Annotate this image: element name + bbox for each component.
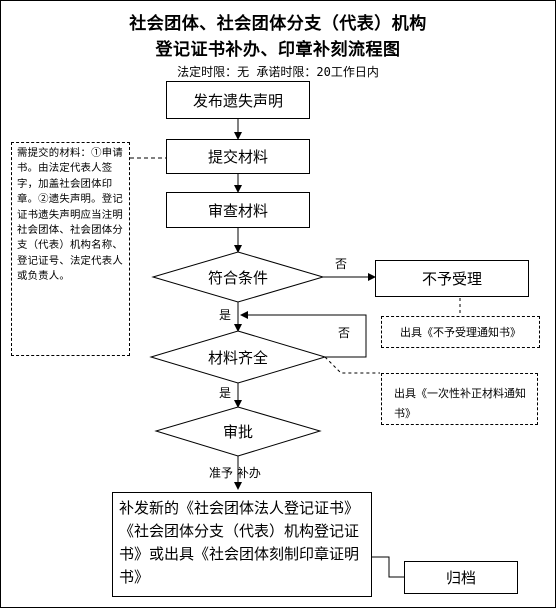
yes-label-2: 是 (219, 386, 232, 400)
reject-notice-note: 出具《不予受理通知书》 (381, 316, 540, 348)
review-materials-box: 审查材料 (166, 192, 310, 228)
condition-label: 符合条件 (207, 269, 268, 287)
condition-diamond (151, 251, 325, 303)
title-line-2: 登记证书补办、印章补刻流程图 (155, 40, 401, 60)
approve-branch-label: 准予 补办 (209, 466, 261, 480)
complete-diamond (149, 330, 327, 384)
complete-label: 材料齐全 (207, 349, 268, 367)
result-box: 补发新的《社会团体法人登记证书》《社会团体分支（代表）机构登记证书》或出具《社会… (112, 492, 372, 597)
dashed-supplement-connector (324, 356, 380, 374)
supplement-notice-note: 出具《一次性补正材料通知书》 (381, 373, 538, 425)
line-result-to-archive (372, 556, 404, 578)
approve-diamond (154, 406, 322, 457)
title-line-1: 社会团体、社会团体分支（代表）机构 (129, 14, 427, 34)
arrow-complete-loopback (240, 311, 367, 358)
no-label-2: 否 (338, 326, 351, 340)
materials-note: 需提交的材料：①申请书。由法定代表人签字，加盖社会团体印章。②遗失声明。登记证书… (11, 142, 130, 356)
no-label-1: 否 (335, 257, 348, 271)
subtitle: 法定时限：无 承诺时限：20工作日内 (177, 65, 379, 79)
approve-label: 审批 (222, 423, 253, 441)
archive-box: 归档 (404, 561, 518, 594)
submit-materials-box: 提交材料 (166, 139, 310, 174)
yes-label-1: 是 (219, 308, 232, 322)
publish-notice-box: 发布遗失声明 (166, 81, 310, 119)
reject-box: 不予受理 (375, 260, 529, 297)
